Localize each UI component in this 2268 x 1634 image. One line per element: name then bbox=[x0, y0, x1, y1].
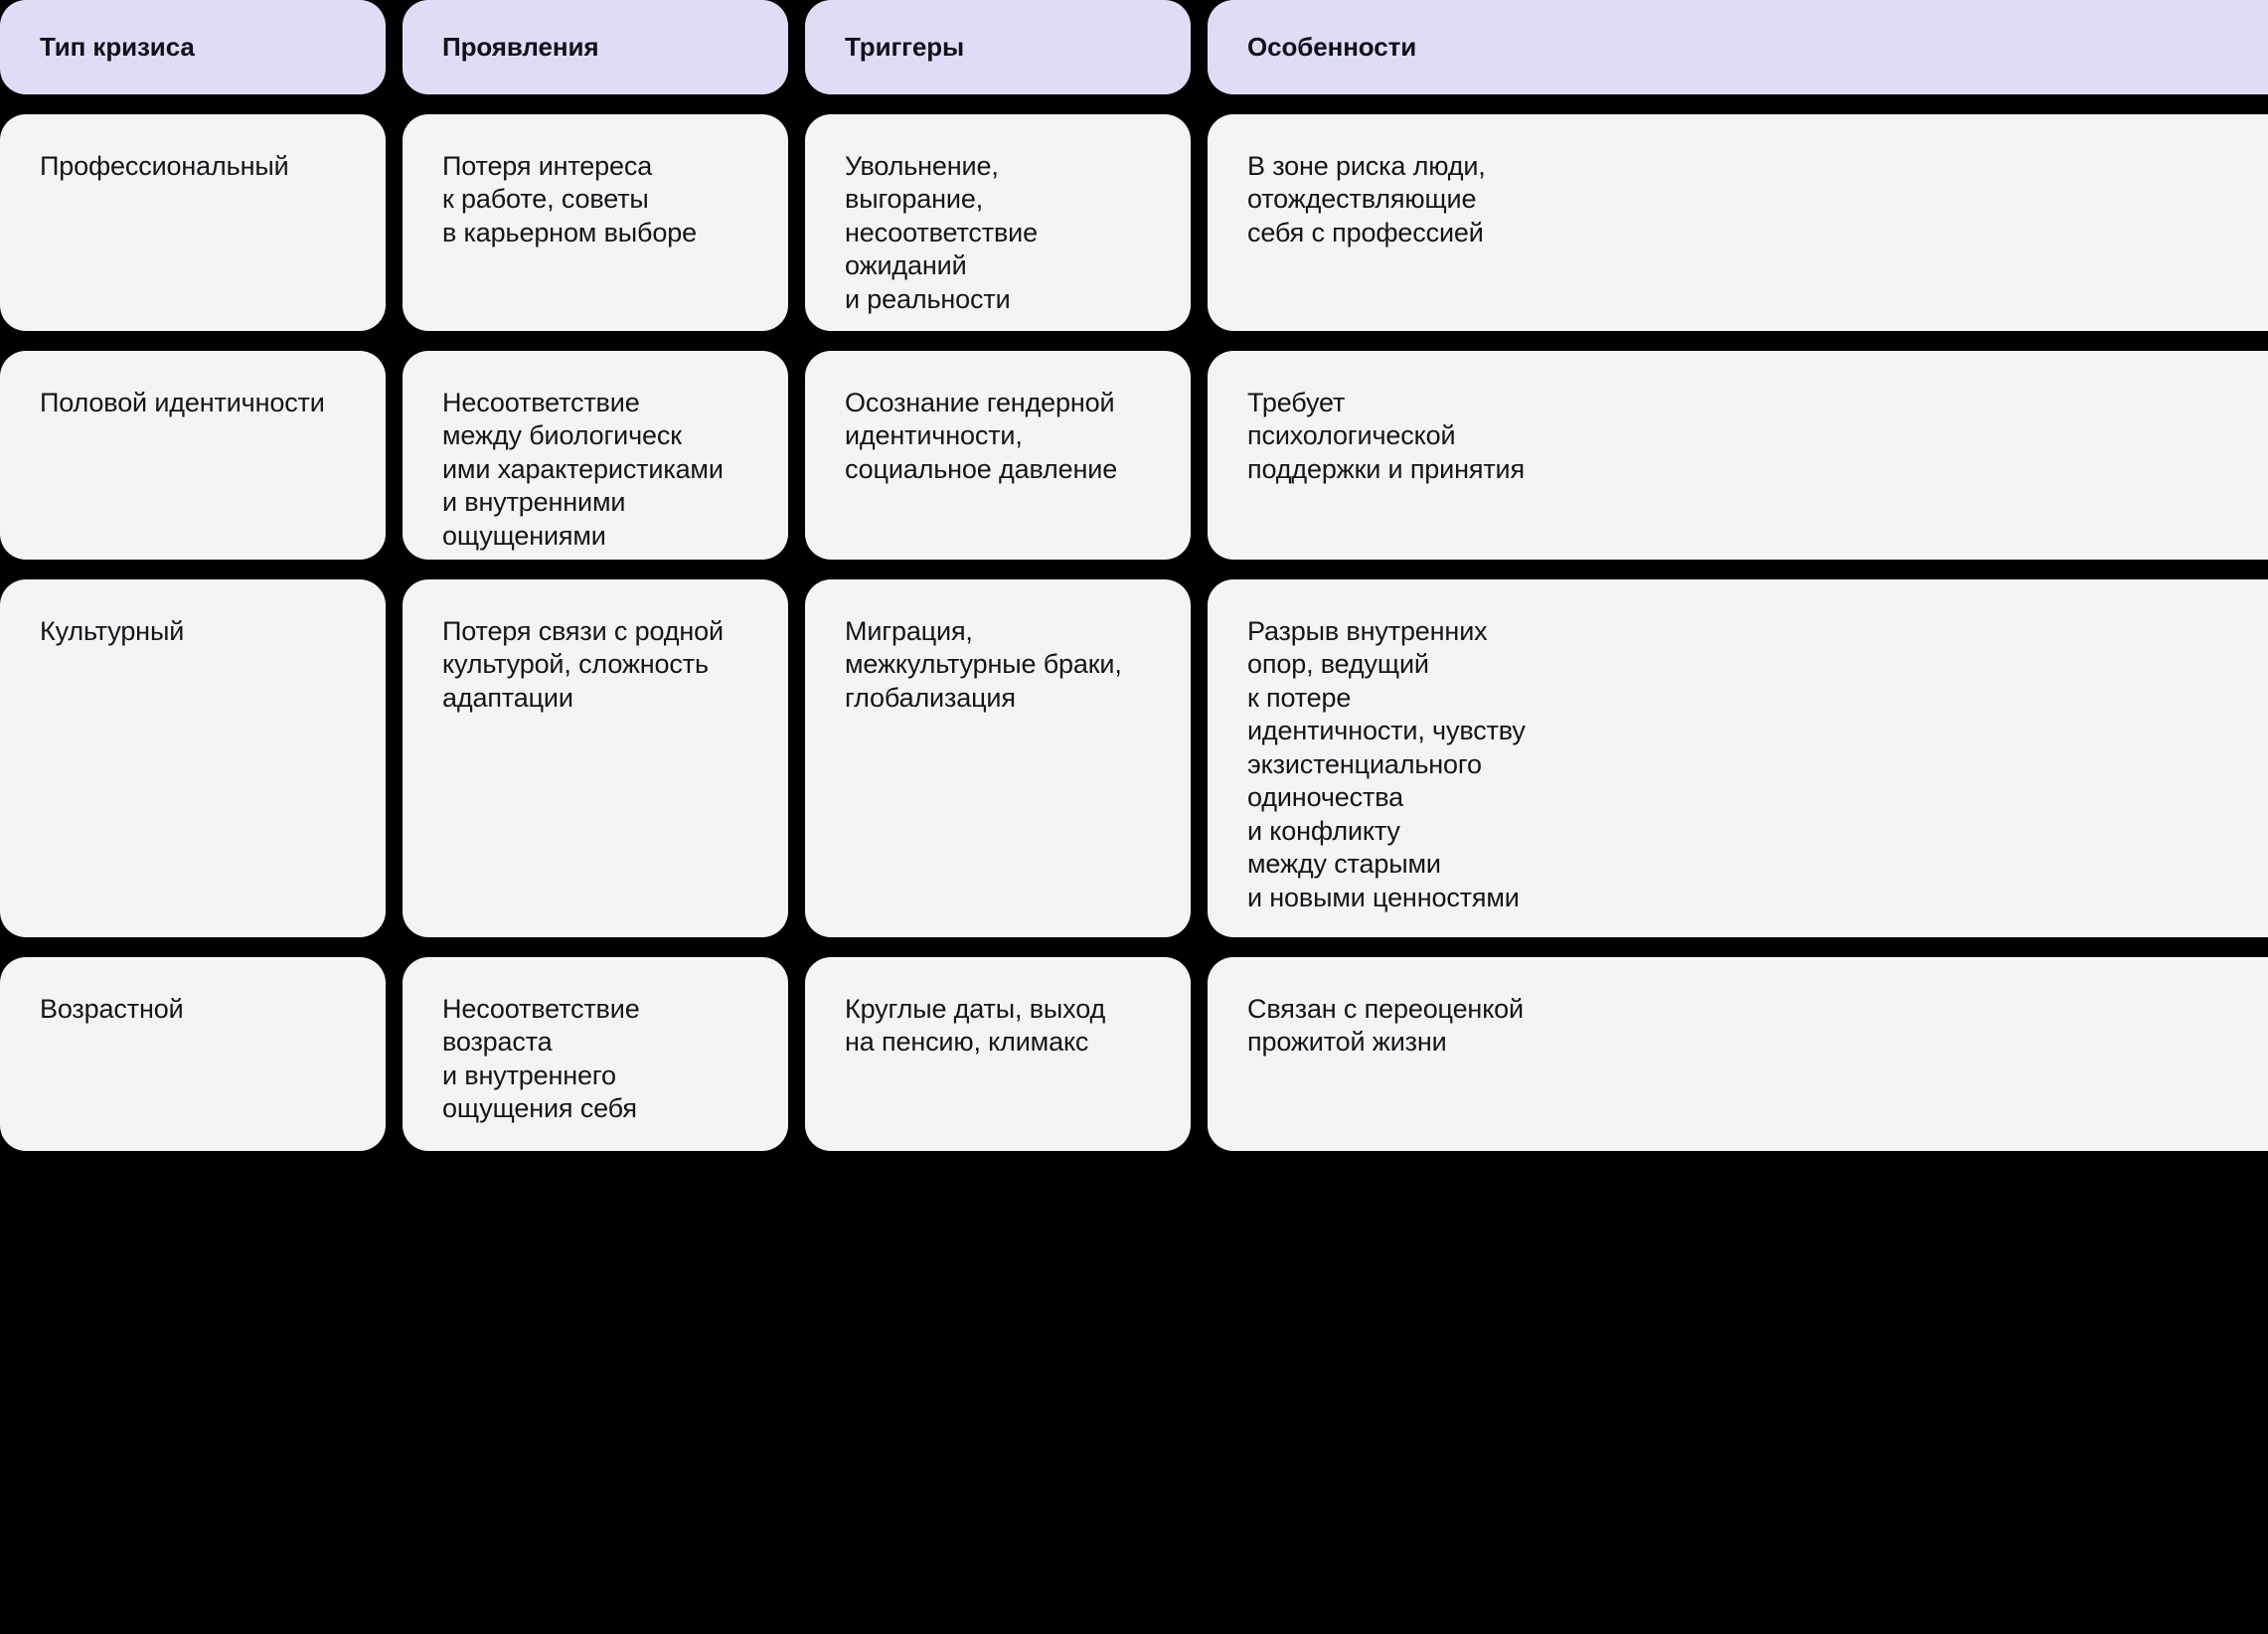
cell-crisis-type: Возрастной bbox=[0, 957, 386, 1151]
column-header-manifestations: Проявления bbox=[403, 0, 788, 94]
column-header-label: Проявления bbox=[442, 31, 599, 62]
column-header-label: Особенности bbox=[1247, 31, 1417, 62]
cell-features: В зоне риска люди, отождествляющие себя … bbox=[1208, 114, 2268, 331]
cell-features: Требует психологической поддержки и прин… bbox=[1208, 351, 2268, 560]
cell-triggers: Круглые даты, выход на пенсию, климакс bbox=[805, 957, 1191, 1151]
cell-text: Потеря интереса к работе, советы в карье… bbox=[442, 151, 697, 247]
cell-manifestations: Несоответствие между биологическ ими хар… bbox=[403, 351, 788, 560]
cell-triggers: Увольнение, выгорание, несоответствие ож… bbox=[805, 114, 1191, 331]
cell-text: Требует психологической поддержки и прин… bbox=[1247, 388, 1525, 484]
cell-text: Возрастной bbox=[40, 994, 184, 1024]
cell-crisis-type: Профессиональный bbox=[0, 114, 386, 331]
column-header-label: Триггеры bbox=[845, 31, 965, 62]
table-row: Профессиональный Потеря интереса к работ… bbox=[0, 114, 2268, 331]
column-header-crisis-type: Тип кризиса bbox=[0, 0, 386, 94]
cell-features: Связан с переоценкой прожитой жизни bbox=[1208, 957, 2268, 1151]
table-row: Половой идентичности Несоответствие межд… bbox=[0, 351, 2268, 560]
cell-text: Увольнение, выгорание, несоответствие ож… bbox=[845, 151, 1038, 314]
cell-text: В зоне риска люди, отождествляющие себя … bbox=[1247, 151, 1486, 247]
cell-triggers: Миграция, межкультурные браки, глобализа… bbox=[805, 579, 1191, 937]
cell-crisis-type: Культурный bbox=[0, 579, 386, 937]
cell-text: Потеря связи с родной культурой, сложнос… bbox=[442, 616, 724, 713]
table-header-row: Тип кризиса Проявления Триггеры Особенно… bbox=[0, 0, 2268, 94]
table-row: Возрастной Несоответствие возраста и вну… bbox=[0, 957, 2268, 1151]
table-row: Культурный Потеря связи с родной культур… bbox=[0, 579, 2268, 937]
cell-text: Несоответствие между биологическ ими хар… bbox=[442, 388, 724, 551]
cell-text: Разрыв внутренних опор, ведущий к потере… bbox=[1247, 616, 1526, 912]
column-header-triggers: Триггеры bbox=[805, 0, 1191, 94]
cell-manifestations: Несоответствие возраста и внутреннего ощ… bbox=[403, 957, 788, 1151]
cell-triggers: Осознание гендерной идентичности, социал… bbox=[805, 351, 1191, 560]
cell-manifestations: Потеря интереса к работе, советы в карье… bbox=[403, 114, 788, 331]
column-header-label: Тип кризиса bbox=[40, 31, 195, 62]
cell-text: Профессиональный bbox=[40, 151, 289, 181]
cell-text: Связан с переоценкой прожитой жизни bbox=[1247, 994, 1524, 1058]
cell-crisis-type: Половой идентичности bbox=[0, 351, 386, 560]
cell-features: Разрыв внутренних опор, ведущий к потере… bbox=[1208, 579, 2268, 937]
cell-text: Культурный bbox=[40, 616, 185, 646]
cell-text: Круглые даты, выход на пенсию, климакс bbox=[845, 994, 1106, 1058]
column-header-features: Особенности bbox=[1208, 0, 2268, 94]
cell-text: Осознание гендерной идентичности, социал… bbox=[845, 388, 1118, 484]
cell-manifestations: Потеря связи с родной культурой, сложнос… bbox=[403, 579, 788, 937]
cell-text: Миграция, межкультурные браки, глобализа… bbox=[845, 616, 1122, 713]
cell-text: Половой идентичности bbox=[40, 388, 325, 417]
cell-text: Несоответствие возраста и внутреннего ощ… bbox=[442, 994, 640, 1124]
